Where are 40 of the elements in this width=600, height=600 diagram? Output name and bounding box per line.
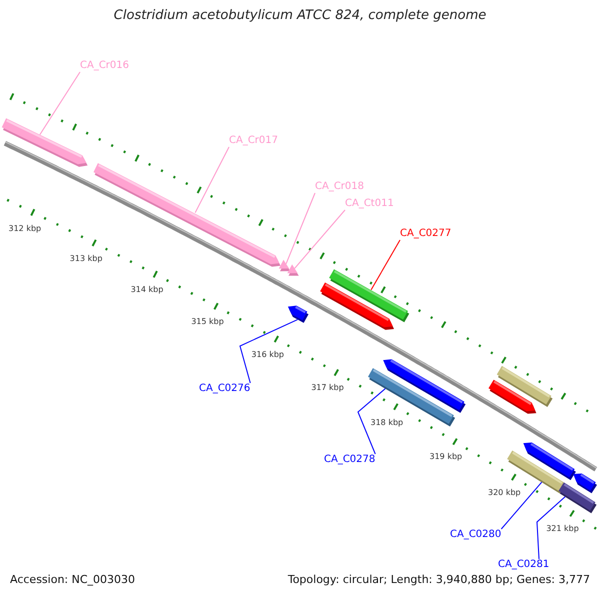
gene-label: CA_Cr017 xyxy=(229,135,278,147)
scale-label: 315 kbp xyxy=(191,317,224,327)
genome-summary-text: Topology: circular; Length: 3,940,880 bp; Genes: 3,777 xyxy=(288,573,590,586)
scale-label: 318 kbp xyxy=(370,418,404,428)
pointed-gene-bar xyxy=(288,306,308,323)
leader-line xyxy=(294,210,346,269)
gene-bar xyxy=(558,482,597,514)
gene-label: CA_C0276 xyxy=(199,383,250,395)
leader-line xyxy=(286,192,316,264)
map-title: Clostridium acetobutylicum ATCC 824, complete genome xyxy=(114,8,486,24)
gene-label: CA_Ct011 xyxy=(345,198,394,210)
accession-text: Accession: NC_003030 xyxy=(10,573,136,586)
gene-label: CA_Cr016 xyxy=(80,60,130,72)
gene-label: CA_C0280 xyxy=(450,529,502,541)
scale-label: 314 kbp xyxy=(130,285,164,295)
scale-label: 320 kbp xyxy=(488,488,521,498)
gene-wedge xyxy=(278,260,290,272)
scale-label: 321 kbp xyxy=(546,524,579,534)
leader-line xyxy=(39,72,80,136)
gene-label: CA_C0278 xyxy=(324,454,376,466)
gene-wedge xyxy=(287,264,299,276)
pointed-gene-bar xyxy=(2,118,88,167)
pointed-gene-bar xyxy=(320,282,394,330)
gene-label: CA_Cr018 xyxy=(315,181,364,193)
scale-label: 316 kbp xyxy=(251,350,284,360)
gene-label: CA_C0281 xyxy=(498,559,550,571)
gene-bar xyxy=(368,368,456,426)
pointed-gene-bar xyxy=(488,380,536,414)
pointed-gene-bar xyxy=(573,474,597,494)
leader-line xyxy=(194,146,230,214)
leader-line xyxy=(357,388,386,454)
scale-label: 312 kbp xyxy=(8,224,42,234)
leader-line xyxy=(536,496,566,560)
leader-line xyxy=(370,240,400,290)
leader-line xyxy=(239,319,298,384)
leader-line xyxy=(500,482,542,530)
scale-label: 319 kbp xyxy=(430,452,462,462)
gene-label: CA_C0277 xyxy=(400,228,452,240)
scale-label: 313 kbp xyxy=(70,254,102,264)
scale-label: 317 kbp xyxy=(311,383,344,393)
